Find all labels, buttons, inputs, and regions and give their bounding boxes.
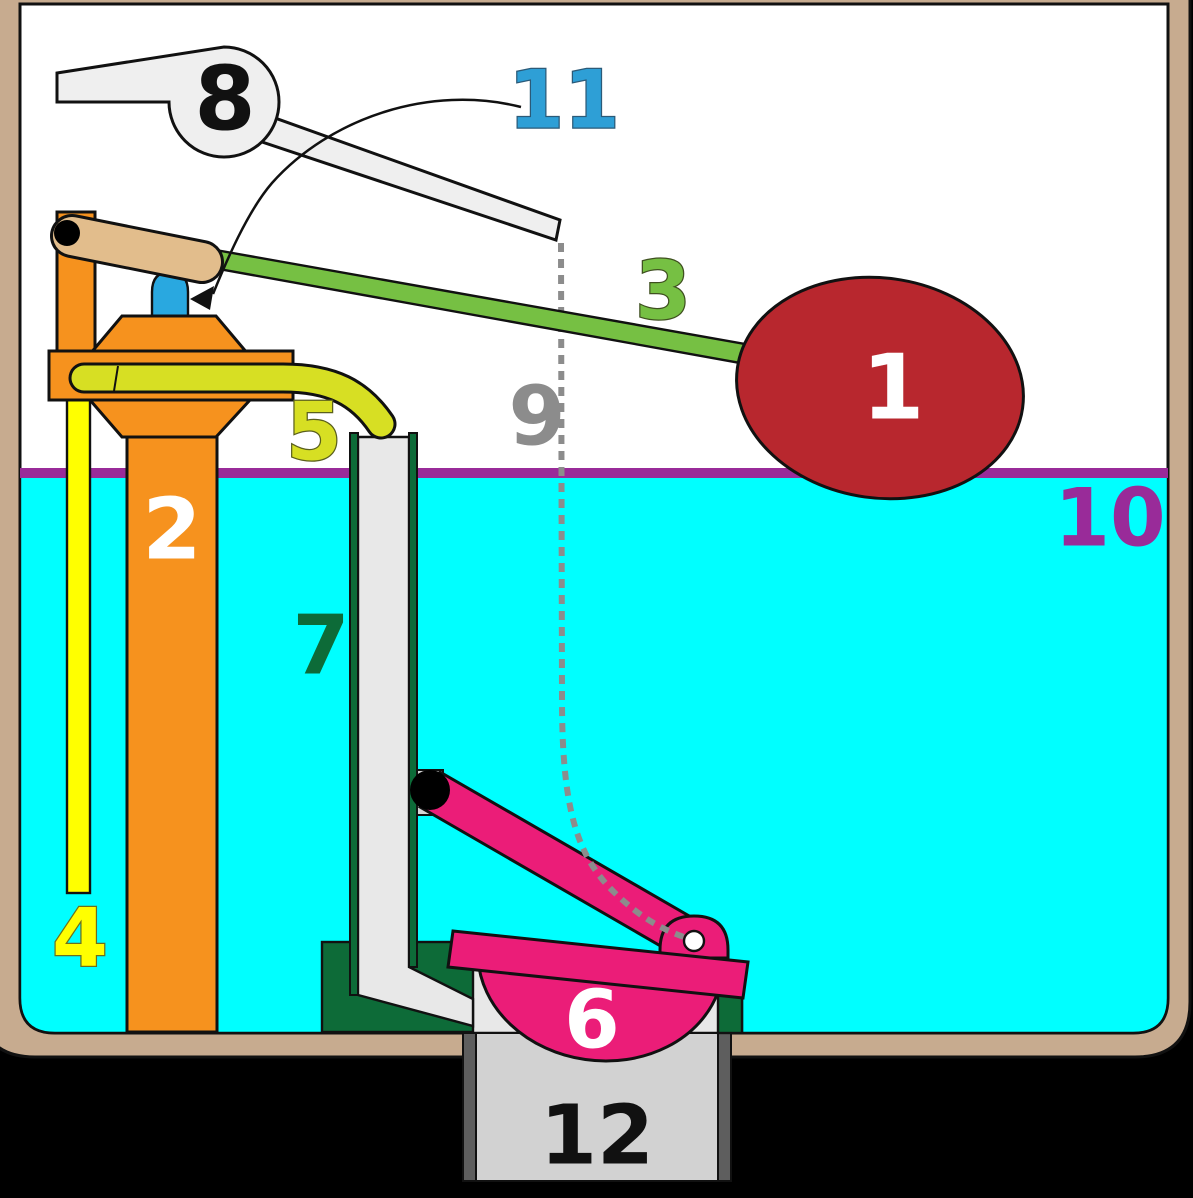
label11-leader-line [211, 98, 522, 295]
label-2-fill-valve: 2 [142, 481, 201, 580]
valve-piston-rod [65, 398, 92, 895]
chain-lug-hole [682, 929, 706, 953]
label-11-valve-cap: 11 [508, 54, 619, 147]
lift-chain [558, 242, 688, 941]
label-3-float-arm: 3 [635, 245, 691, 338]
label-5-refill-tube: 5 [286, 386, 342, 479]
overflow-wall-right [408, 432, 418, 968]
label-10-water-line: 10 [1054, 472, 1165, 565]
valve-lever [53, 217, 221, 281]
water [18, 474, 1170, 1035]
label-1-float: 1 [862, 336, 925, 441]
refill-tube [71, 365, 394, 437]
label-9-lift-chain: 9 [508, 370, 565, 465]
outlet-wall-right [717, 1032, 732, 1182]
flapper-seat-bar [446, 929, 750, 1000]
label-8-flush-handle: 8 [194, 48, 255, 151]
label-7-overflow-tube: 7 [292, 599, 349, 694]
valve-column [125, 435, 219, 1034]
label11-arrowhead-icon [190, 286, 214, 310]
hinge-pivot [410, 770, 450, 810]
lever-pivot [54, 220, 80, 246]
label-12-outlet: 12 [540, 1089, 654, 1184]
flush-handle [55, 45, 281, 159]
overflow-wall-left [349, 432, 359, 996]
label-6-flapper: 6 [564, 974, 620, 1067]
float-ball [735, 275, 1025, 501]
label-4-piston-rod: 4 [52, 892, 108, 985]
refill-tube-seam [113, 365, 119, 392]
outlet-wall-left [462, 1032, 477, 1182]
